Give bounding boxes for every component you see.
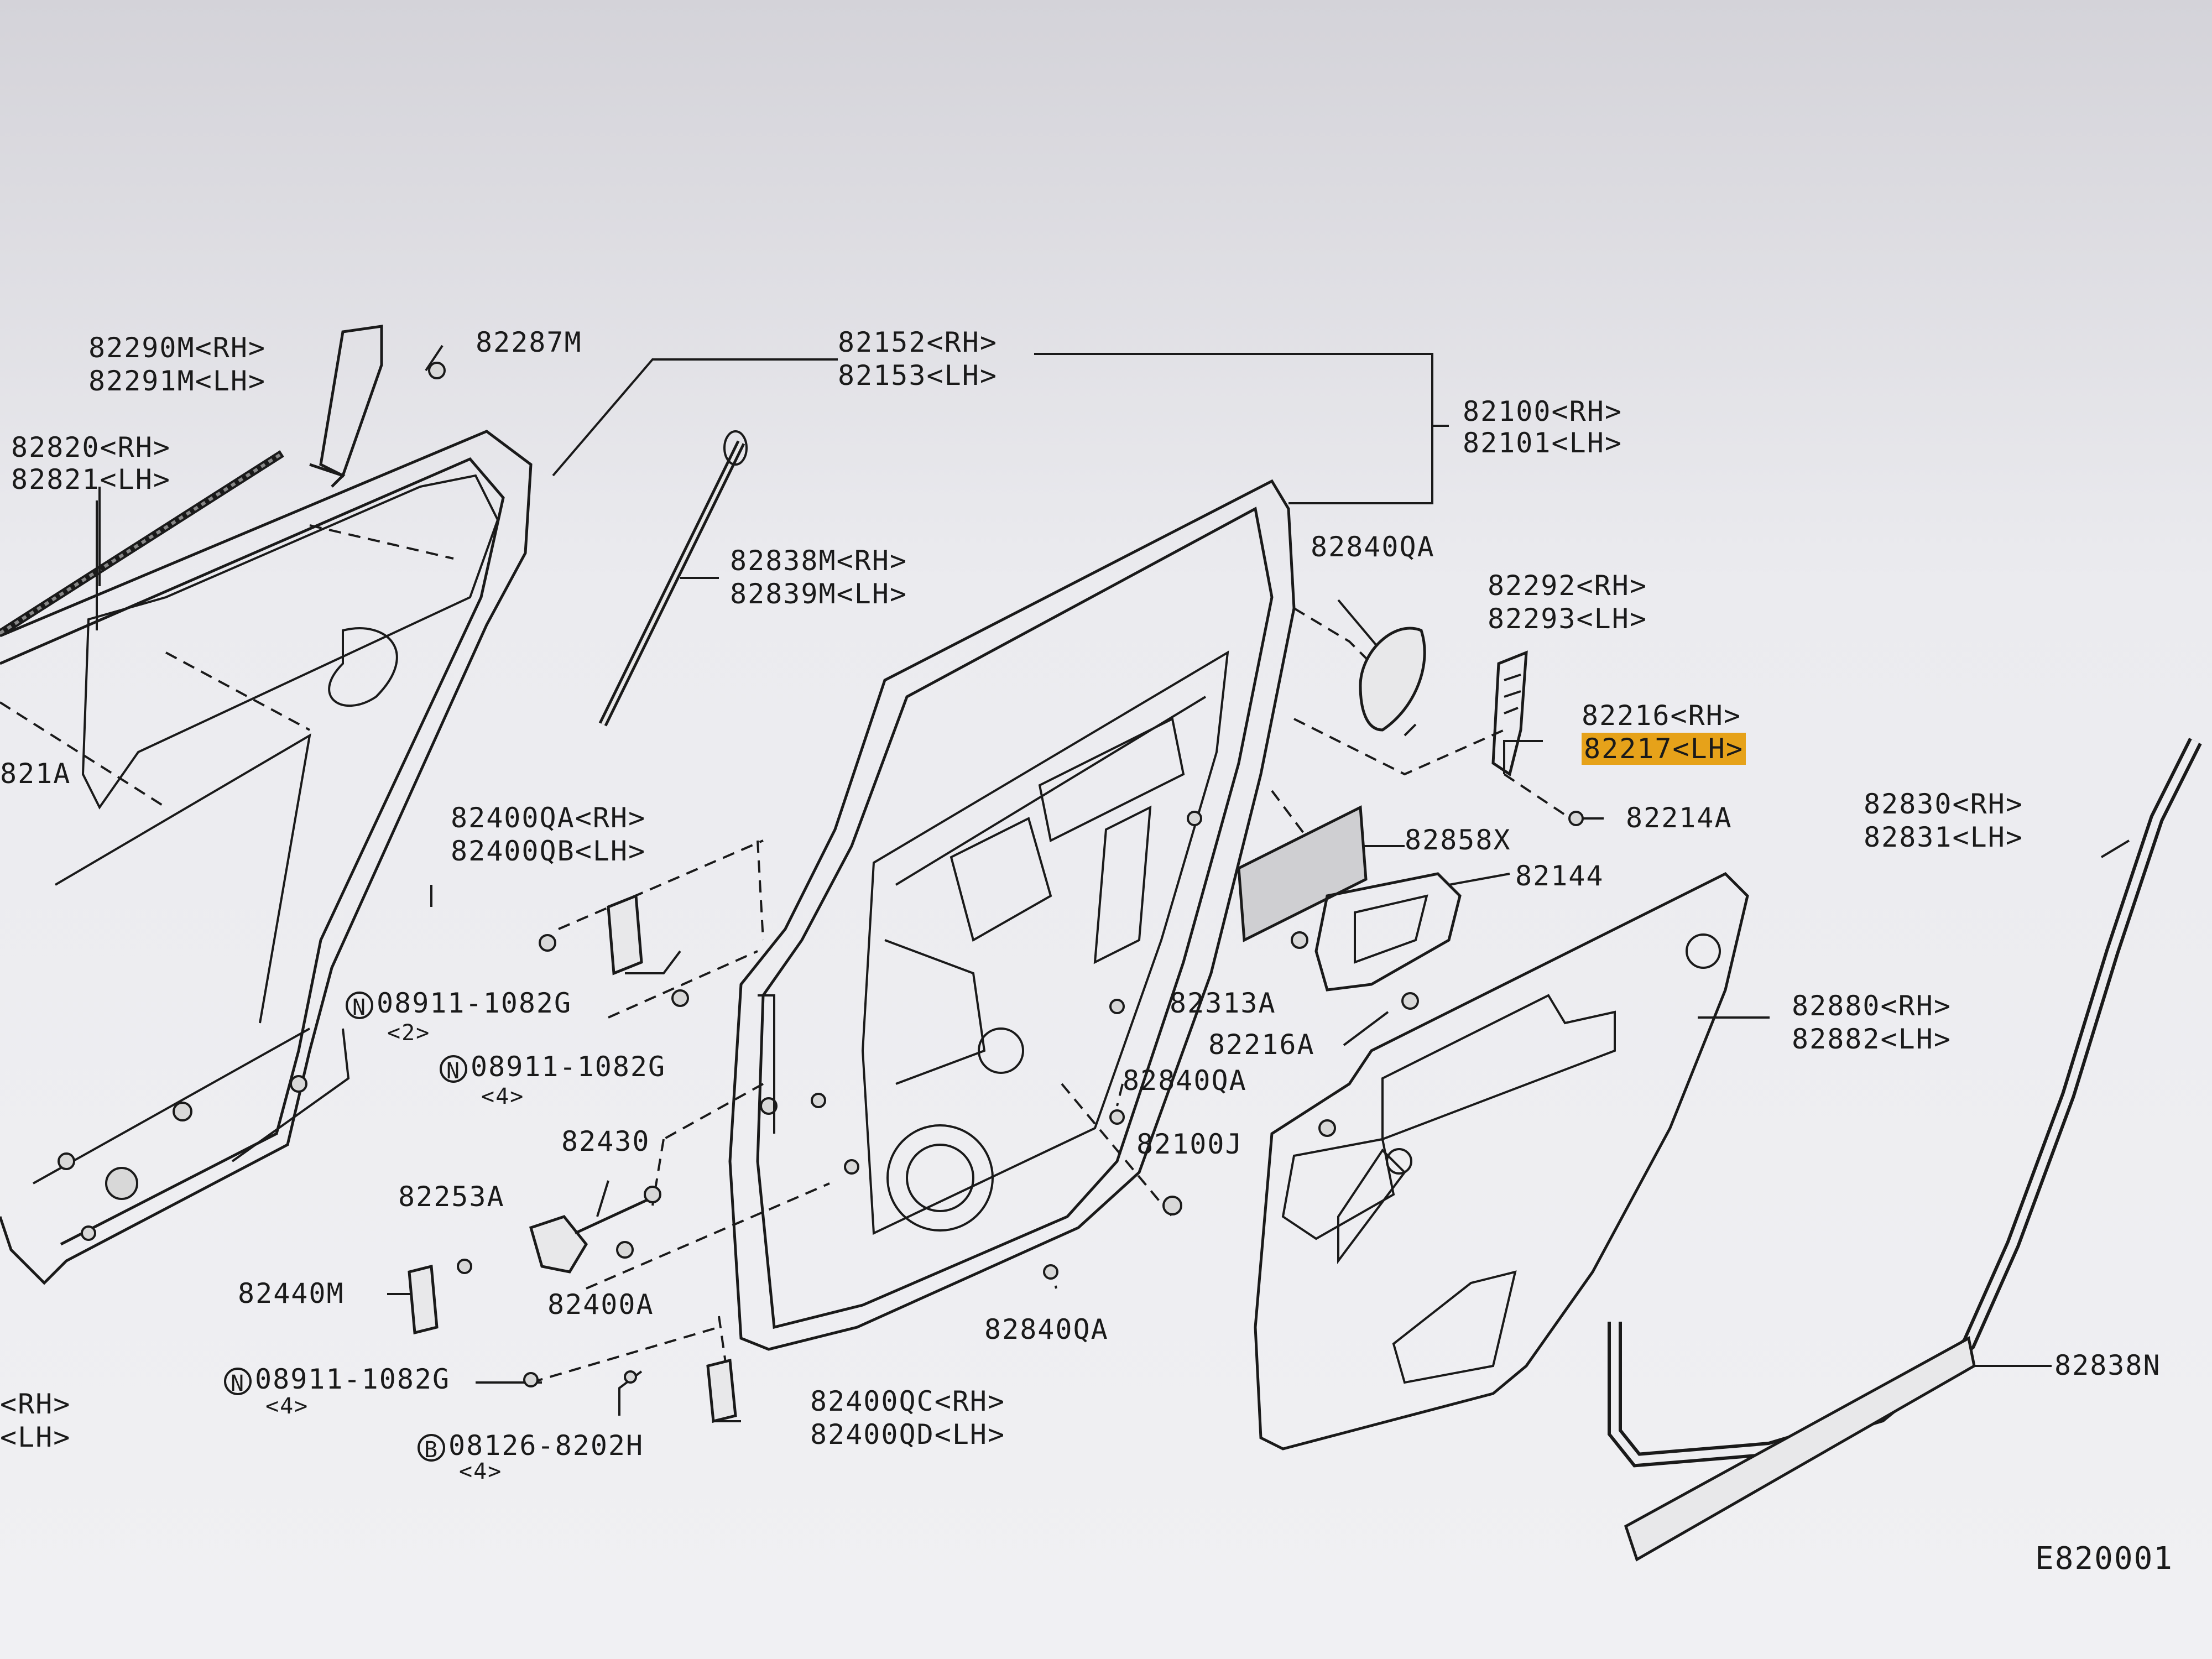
label-82153: 82153<LH> bbox=[838, 359, 998, 392]
label-82313a: 82313A bbox=[1170, 987, 1276, 1019]
label-82400qa: 82400QA<RH> bbox=[451, 802, 646, 834]
label-rh-cut: <RH> bbox=[0, 1388, 71, 1420]
label-82152: 82152<RH> bbox=[838, 326, 998, 358]
bolt-symbol: B bbox=[418, 1433, 445, 1463]
label-82821: 82821<LH> bbox=[11, 463, 171, 495]
nut-symbol: N bbox=[440, 1055, 467, 1084]
label-08911-b-text: 08911-1082G bbox=[471, 1051, 666, 1083]
hardware-parts bbox=[408, 362, 1584, 1423]
label-82831: 82831<LH> bbox=[1864, 821, 2023, 853]
label-08911-a-text: 08911-1082G bbox=[377, 987, 572, 1019]
label-82144: 82144 bbox=[1515, 860, 1604, 892]
label-82216: 82216<RH> bbox=[1582, 700, 1741, 732]
label-82100j: 82100J bbox=[1136, 1128, 1243, 1160]
label-82400a: 82400A bbox=[547, 1288, 654, 1321]
label-82840qa-top: 82840QA bbox=[1311, 531, 1435, 563]
label-82217: 82217<LH> bbox=[1582, 733, 1746, 765]
label-82430: 82430 bbox=[561, 1125, 650, 1157]
bracket-82144 bbox=[1291, 872, 1462, 1010]
label-08126-text: 08126-8202H bbox=[448, 1430, 644, 1462]
door-trim-82880 bbox=[1254, 872, 1749, 1451]
label-82400qd: 82400QD<LH> bbox=[810, 1418, 1006, 1451]
diagram-code: E820001 bbox=[2035, 1541, 2174, 1577]
label-82290m: 82290M<RH> bbox=[88, 332, 267, 364]
label-82858x: 82858X bbox=[1405, 824, 1511, 856]
label-82400qb: 82400QB<LH> bbox=[451, 835, 646, 867]
leader-lines bbox=[96, 345, 2130, 1422]
label-82820: 82820<RH> bbox=[11, 431, 171, 463]
label-lh-cut: <LH> bbox=[0, 1421, 71, 1453]
label-08126-qty: <4> bbox=[459, 1459, 503, 1484]
label-82838n: 82838N bbox=[2054, 1349, 2161, 1381]
glass-run-channel bbox=[598, 430, 748, 727]
label-82830: 82830<RH> bbox=[1864, 788, 2023, 820]
label-82291m: 82291M<LH> bbox=[88, 365, 267, 397]
label-82838m: 82838M<RH> bbox=[730, 545, 908, 577]
label-08911-a-qty: <2> bbox=[387, 1020, 431, 1046]
label-08911-b-qty: <4> bbox=[481, 1084, 525, 1109]
part-82217 bbox=[1491, 650, 1528, 777]
label-82216a: 82216A bbox=[1208, 1029, 1315, 1061]
nut-symbol: N bbox=[224, 1367, 252, 1396]
label-82839m: 82839M<LH> bbox=[730, 578, 908, 610]
label-82100: 82100<RH> bbox=[1463, 395, 1623, 427]
pad-82858x bbox=[1237, 805, 1368, 942]
label-82840qa-bot: 82840QA bbox=[984, 1313, 1109, 1345]
door-panel-82100 bbox=[728, 479, 1296, 1351]
label-82292: 82292<RH> bbox=[1488, 570, 1647, 602]
sill-82838n bbox=[1624, 1336, 1976, 1562]
label-82880: 82880<RH> bbox=[1792, 990, 1952, 1022]
label-821a: 821A bbox=[0, 758, 71, 790]
nut-symbol: N bbox=[346, 991, 373, 1020]
label-82293: 82293<LH> bbox=[1488, 603, 1647, 635]
label-08911-c-text: 08911-1082G bbox=[255, 1363, 451, 1395]
label-82101: 82101<LH> bbox=[1463, 427, 1623, 459]
highlight-82217: 82217<LH> bbox=[1582, 733, 1746, 765]
outer-door-shell bbox=[0, 430, 533, 1285]
label-08911-c-qty: <4> bbox=[265, 1394, 309, 1419]
label-82840qa-mid: 82840QA bbox=[1123, 1065, 1247, 1097]
label-82253a: 82253A bbox=[398, 1181, 505, 1213]
label-82214a: 82214A bbox=[1626, 802, 1733, 834]
label-82882: 82882<LH> bbox=[1792, 1023, 1952, 1055]
label-82400qc: 82400QC<RH> bbox=[810, 1385, 1006, 1417]
label-82440m: 82440M bbox=[238, 1277, 345, 1310]
belt-molding bbox=[0, 450, 284, 637]
sash-trim bbox=[309, 325, 383, 488]
label-82287m: 82287M bbox=[476, 326, 582, 358]
grille-82292 bbox=[1359, 627, 1426, 732]
